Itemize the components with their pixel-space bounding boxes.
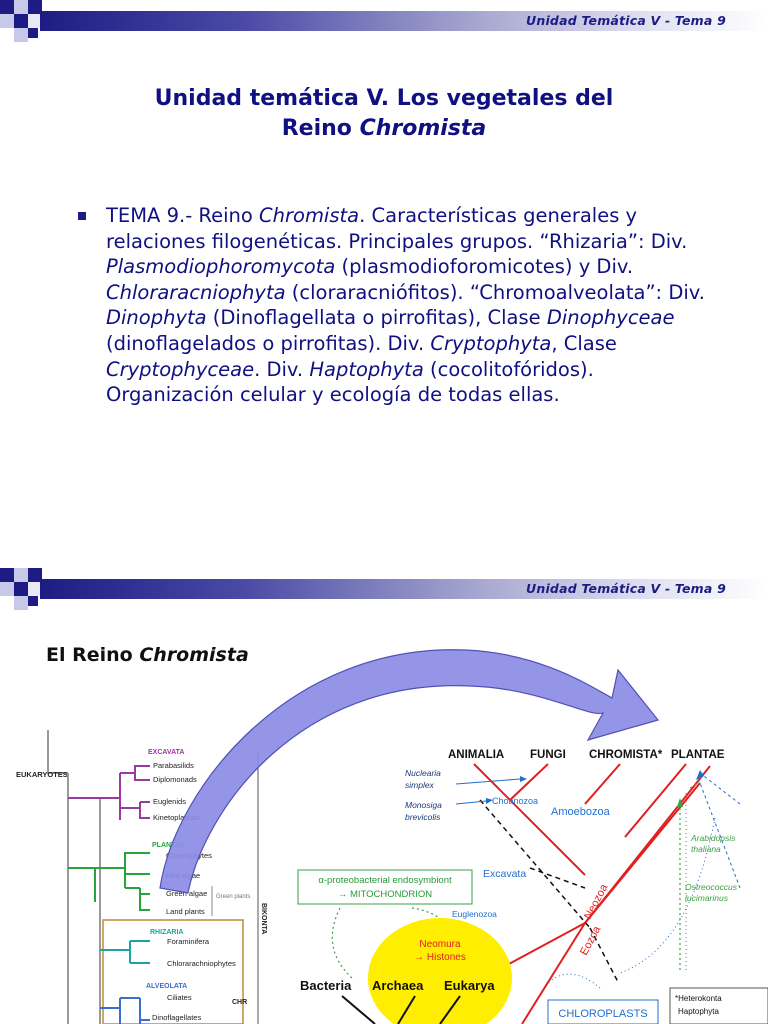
euglenozoa-label: Euglenozoa bbox=[452, 909, 497, 919]
alveolata-label: ALVEOLATA bbox=[146, 983, 187, 990]
dashed-branch bbox=[479, 799, 591, 929]
chloroplasts-box bbox=[547, 999, 659, 1024]
amoebozoa-label: Amoebozoa bbox=[551, 806, 611, 818]
bullet-text-segment: , Clase bbox=[551, 331, 617, 355]
excavata-item: Parabasilids bbox=[153, 761, 194, 770]
rhizaria-item: Chlorarachniophytes bbox=[167, 959, 236, 968]
excavata-label-right: Excavata bbox=[483, 868, 526, 880]
phylogeny-figure: EUKARYOTES EXCAVATA Parabasilids Diplomo… bbox=[16, 649, 768, 1024]
header-bar bbox=[40, 579, 768, 599]
bullet-text-segment: Cryptophyceae bbox=[106, 357, 255, 381]
big-curved-arrow bbox=[159, 649, 660, 894]
archaea-label: Archaea bbox=[372, 978, 424, 993]
endosymbiont-line1: α-proteobacterial endosymbiont bbox=[318, 875, 452, 886]
excavata-item: Euglenids bbox=[153, 797, 186, 806]
chromista-box bbox=[102, 919, 244, 1024]
plantae-clade bbox=[94, 852, 150, 911]
bullet-text-segment: (plasmodioforomicotes) y Div. bbox=[335, 255, 634, 279]
alveolata-item: Ciliates bbox=[167, 993, 192, 1002]
bullet-text-segment: Haptophyta bbox=[309, 357, 424, 381]
animalia-label: ANIMALIA bbox=[448, 749, 504, 761]
slide-2: Unidad Temática V - Tema 9 El Reino Chro… bbox=[0, 568, 768, 1024]
excavata-item: Kinetoplastids bbox=[153, 813, 200, 822]
eukarya-label: Eukarya bbox=[444, 978, 495, 993]
bullet-text-segment: (cloraracniófitos). “Chromoalveolata”: D… bbox=[285, 280, 705, 304]
bullet-text-segment: (dinoflagelados o pirrofitas). Div. bbox=[106, 331, 431, 355]
chloroplasts-label: CHLOROPLASTS bbox=[558, 1008, 647, 1020]
bullet-text-segment: (cocolitofóridos). Organización celular … bbox=[106, 357, 594, 407]
bullet-text-segment: Chromista bbox=[259, 204, 360, 227]
endosymbiont-box bbox=[297, 869, 473, 905]
bullet-text-segment: TEMA 9.- Reino bbox=[106, 204, 260, 227]
excavata-clade bbox=[68, 765, 150, 820]
excavata-item: Diplomonads bbox=[153, 775, 197, 784]
slide-2-title: El Reino Chromista bbox=[46, 644, 249, 666]
alveolata-clade bbox=[100, 997, 150, 1024]
neomura-line1: Neomura bbox=[419, 939, 461, 950]
bullet-text: TEMA 9.- Reino Chromista. Característica… bbox=[106, 203, 726, 408]
slide-1: Unidad Temática V - Tema 9 Unidad temáti… bbox=[0, 0, 768, 408]
plantae-item: Land plants bbox=[166, 907, 205, 916]
choanozoa-label: Choanozoa bbox=[492, 796, 538, 806]
bullet-text-segment: Plasmodiophoromycota bbox=[106, 255, 336, 279]
bacteria-label: Bacteria bbox=[300, 978, 352, 993]
unit-label: Unidad Temática V - Tema 9 bbox=[526, 13, 726, 28]
fungi-label: FUNGI bbox=[530, 749, 566, 761]
header-bar bbox=[40, 11, 768, 31]
bullet-square-icon bbox=[78, 212, 86, 220]
bullet-text-segment: (Dinoflagellata o pirrofitas), Clase bbox=[206, 306, 547, 330]
endosymbiont-line2: → MITOCHONDRION bbox=[338, 889, 432, 900]
rhizaria-label: RHIZARIA bbox=[150, 929, 183, 936]
rhizaria-item: Foraminifera bbox=[167, 937, 210, 946]
rhizaria-clade bbox=[100, 940, 150, 964]
plantae-item: Green algae bbox=[166, 889, 207, 898]
corner-decoration bbox=[0, 0, 60, 50]
page-title: Unidad temática V. Los vegetales del Rei… bbox=[0, 84, 768, 144]
title-line-2: Reino Chromista bbox=[281, 116, 487, 141]
footnote-line: *Heterokonta bbox=[675, 994, 722, 1003]
eukaryotes-label: EUKARYOTES bbox=[16, 770, 68, 779]
unit-label: Unidad Temática V - Tema 9 bbox=[526, 581, 726, 596]
plantae-label-right: PLANTAE bbox=[671, 749, 725, 761]
chromista-label: CHROMISTA* bbox=[589, 749, 663, 761]
root-branch bbox=[47, 730, 68, 774]
bullet-text-segment: Cryptophyta bbox=[430, 331, 552, 355]
bullet-text-segment: Dinophyta bbox=[106, 306, 207, 330]
right-phylogenetic-tree: ANIMALIA FUNGI CHROMISTA* PLANTAE Neozoa… bbox=[297, 749, 768, 1024]
neomura-circle bbox=[368, 918, 512, 1024]
alveolata-item: Dinoflagellates bbox=[152, 1013, 201, 1022]
bullet-text-segment: Chloraracniophyta bbox=[106, 280, 286, 304]
bullet-text-segment: . Características generales y relaciones… bbox=[106, 204, 688, 253]
corner-decoration bbox=[0, 568, 60, 618]
neozoa-label: Neozoa bbox=[582, 882, 611, 922]
bullet-text-segment: Dinophyceae bbox=[546, 306, 675, 330]
green-plants-label: Green plants bbox=[216, 894, 250, 900]
bikonta-label: BIKONTA bbox=[260, 903, 267, 934]
excavata-label: EXCAVATA bbox=[148, 749, 184, 756]
bullet-text-segment: . Div. bbox=[254, 357, 310, 381]
chr-label: CHR bbox=[232, 999, 247, 1006]
neomura-line2: → Histones bbox=[414, 952, 466, 963]
title-line-1: Unidad temática V. Los vegetales del bbox=[154, 86, 614, 111]
footnote-box bbox=[669, 987, 768, 1024]
footnote-line: Haptophyta bbox=[678, 1007, 719, 1016]
plantae-label: PLANTAE bbox=[152, 842, 185, 849]
